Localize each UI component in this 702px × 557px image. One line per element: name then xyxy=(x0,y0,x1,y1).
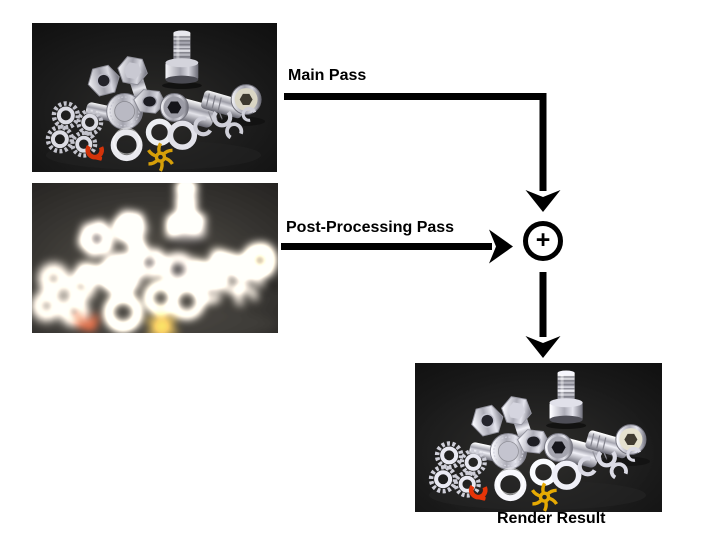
main-pass-arrow-line xyxy=(284,93,547,191)
combine-plus-node: + xyxy=(523,221,563,261)
plus-icon: + xyxy=(535,225,551,254)
render-result-label: Render Result xyxy=(497,510,606,527)
main-pass-arrowhead-icon xyxy=(525,190,561,212)
main-pass-render xyxy=(32,23,277,172)
result-arrowhead-icon xyxy=(525,336,561,358)
post-processing-pass-label: Post-Processing Pass xyxy=(286,219,455,236)
render-result-image xyxy=(415,363,662,512)
main-pass-label: Main Pass xyxy=(288,67,367,84)
result-render xyxy=(415,363,662,512)
post-pass-render xyxy=(32,183,278,333)
post-pass-arrowhead-icon xyxy=(489,229,513,264)
main-pass-image xyxy=(32,23,277,172)
post-processing-pass-image xyxy=(32,183,278,333)
